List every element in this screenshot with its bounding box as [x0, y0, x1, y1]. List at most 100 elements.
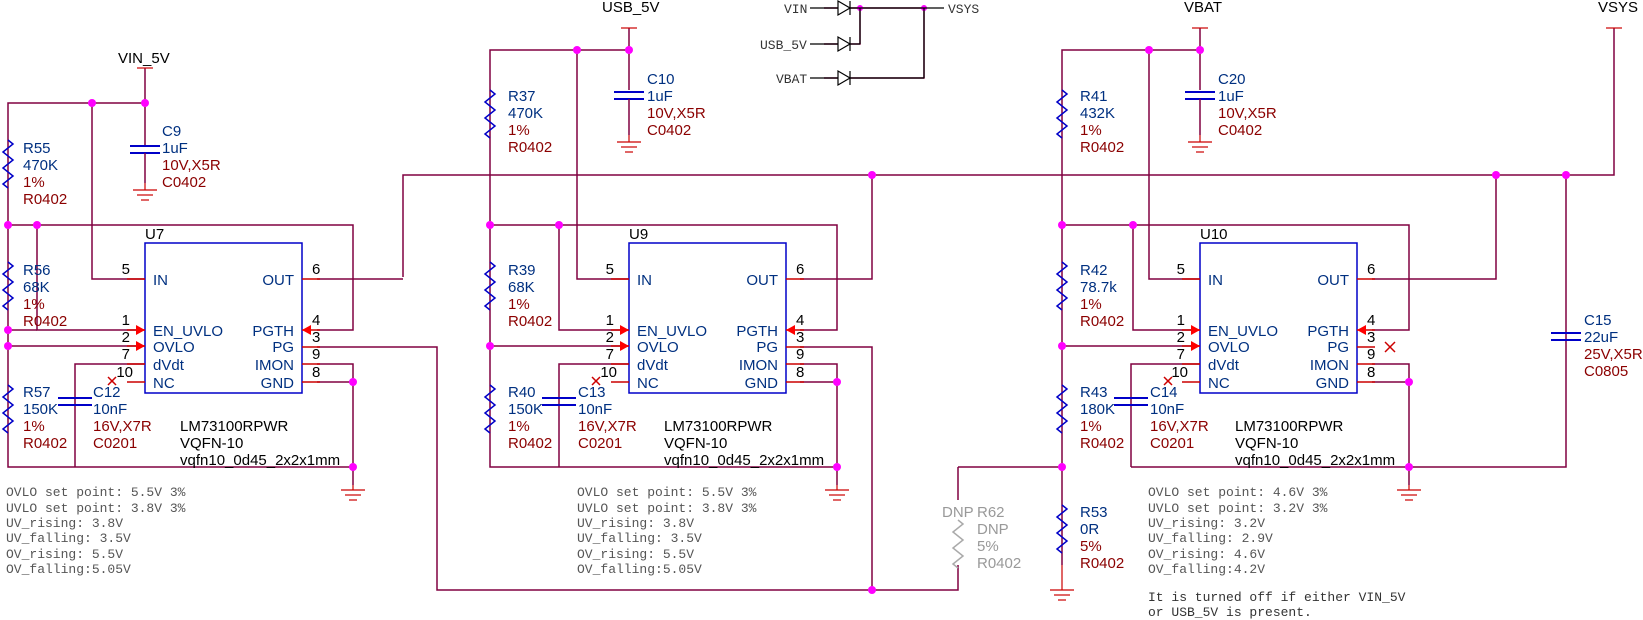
pin-label: EN_UVLO — [637, 323, 707, 340]
pin-label: PG — [272, 339, 294, 356]
ground-icon — [1397, 485, 1421, 501]
pin-num: 10 — [600, 364, 617, 381]
junction-dot — [1058, 221, 1066, 229]
c13-rating: 16V,X7R — [578, 418, 637, 435]
vsys-label: VSYS — [1598, 0, 1638, 16]
r57-value: 150K — [23, 401, 58, 418]
ic-u9 — [611, 242, 804, 394]
u10-footprint: vqfn10_0d45_2x2x1mm — [1235, 452, 1395, 469]
r39-fp: R0402 — [508, 313, 552, 330]
junction-dot — [1145, 46, 1153, 54]
r42-ref: R42 — [1080, 262, 1108, 279]
pin-num: 2 — [1177, 329, 1185, 346]
grounds — [133, 135, 1421, 601]
c20-fp: C0402 — [1218, 122, 1262, 139]
c1-note: OV_rising: 5.5V — [6, 547, 123, 562]
c13-value: 10nF — [578, 401, 612, 418]
c2-note: OV_falling:5.05V — [577, 562, 702, 577]
r39-ref: R39 — [508, 262, 536, 279]
pin-label: NC — [153, 375, 175, 392]
pin-label: EN_UVLO — [1208, 323, 1278, 340]
junction-dot — [1405, 463, 1413, 471]
c3-in-wire — [1148, 50, 1200, 280]
resistor-r41 — [1055, 89, 1069, 139]
r40-value: 150K — [508, 401, 543, 418]
pin-label: IN — [153, 272, 168, 289]
c1-note: UV_rising: 3.8V — [6, 516, 123, 531]
pin-arrow-icon — [620, 341, 629, 351]
r62-dnp-tag: DNP — [942, 504, 974, 521]
pin-num: 8 — [312, 364, 320, 381]
diode-out-mid — [824, 8, 861, 45]
junction-dot — [1129, 221, 1137, 229]
r41-ref: R41 — [1080, 88, 1108, 105]
pin-num: 8 — [796, 364, 804, 381]
no-connect-icon — [1163, 376, 1173, 386]
c2-note: UV_falling: 3.5V — [577, 531, 702, 546]
no-connect-icon — [591, 376, 601, 386]
r62-tol: 5% — [977, 538, 999, 555]
c13-fp: C0201 — [578, 435, 622, 452]
pin-num: 1 — [1177, 312, 1185, 329]
c1-imon-wire — [317, 363, 354, 467]
r56-value: 68K — [23, 279, 50, 296]
pin-num: 7 — [122, 346, 130, 363]
c10-value: 1uF — [647, 88, 673, 105]
c15-ref: C15 — [1584, 312, 1612, 329]
no-connect-icon — [1384, 341, 1396, 353]
ground-icon — [825, 485, 849, 501]
diode-icon — [837, 35, 852, 53]
u10-part: LM73100RPWR — [1235, 418, 1344, 435]
c15-value: 22uF — [1584, 329, 1618, 346]
power-ports: VIN_5V USB_5V VBAT VSYS — [118, 0, 1638, 69]
junction-dot — [486, 221, 494, 229]
pin-arrow-icon — [1357, 325, 1366, 335]
r43-tol: 1% — [1080, 418, 1102, 435]
pin-num: 9 — [312, 346, 320, 363]
r57-ref: R57 — [23, 384, 51, 401]
vsys-bus-wire — [402, 28, 1615, 277]
pin-label: IMON — [255, 357, 294, 374]
r56-ref: R56 — [23, 262, 51, 279]
c3-note: OV_rising: 4.6V — [1148, 547, 1265, 562]
ic-body — [628, 242, 787, 394]
resistor-r40 — [483, 384, 497, 434]
u10-ref: U10 — [1200, 226, 1228, 243]
junction-dot — [573, 46, 581, 54]
c3-dvdt-wire — [1130, 363, 1200, 467]
r42-tol: 1% — [1080, 296, 1102, 313]
pin-num: 2 — [122, 329, 130, 346]
bottom-note: or USB_5V is present. — [1148, 605, 1312, 620]
r40-ref: R40 — [508, 384, 536, 401]
pin-num: 1 — [606, 312, 614, 329]
c3-note: OVLO set point: 4.6V 3% — [1148, 485, 1328, 500]
pin-num: 3 — [1367, 329, 1375, 346]
junction-dot — [4, 342, 12, 350]
c2-note: UV_rising: 3.8V — [577, 516, 694, 531]
junction-dot — [1492, 171, 1500, 179]
u10-package: VQFN-10 — [1235, 435, 1298, 452]
misc-labels: R53 0R 5% R0402 DNP R62 DNP 5% R0402 C15… — [942, 312, 1643, 572]
vbat-label: VBAT — [1184, 0, 1222, 16]
c9-value: 1uF — [162, 140, 188, 157]
diode-icon — [837, 69, 852, 87]
c12-rating: 16V,X7R — [93, 418, 152, 435]
c2-labels: R37 470K 1% R0402 R39 68K 1% R0402 R40 1… — [508, 71, 824, 577]
pin-label: NC — [1208, 375, 1230, 392]
junction-dot — [868, 586, 876, 594]
pin-num: 4 — [1367, 312, 1375, 329]
c2-left-rail — [489, 28, 837, 468]
pin-num: 9 — [1367, 346, 1375, 363]
diode-in-vbat: VBAT — [776, 72, 807, 87]
u7-footprint: vqfn10_0d45_2x2x1mm — [180, 452, 340, 469]
resistors — [1, 89, 1069, 569]
r62-fp: R0402 — [977, 555, 1021, 572]
c1-note: UVLO set point: 3.8V 3% — [6, 501, 186, 516]
c3-imon-wire — [1372, 363, 1410, 467]
diode-in-usb: USB_5V — [760, 38, 807, 53]
junction-dot — [4, 326, 12, 334]
c12-ref: C12 — [93, 384, 121, 401]
c1-pg-wire — [317, 346, 959, 591]
junction-dot — [33, 221, 41, 229]
r42-fp: R0402 — [1080, 313, 1124, 330]
